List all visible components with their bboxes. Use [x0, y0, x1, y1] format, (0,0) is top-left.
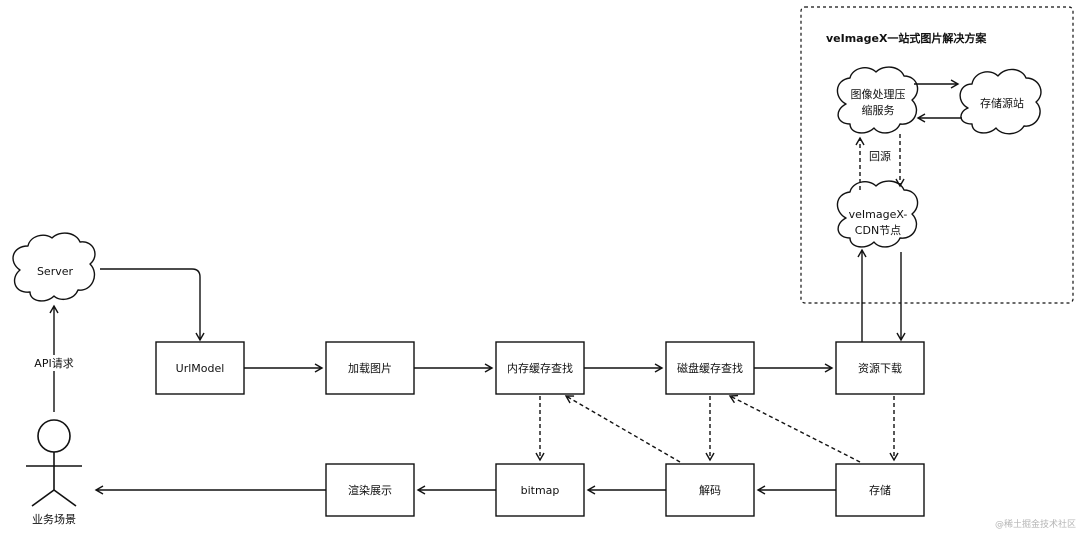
veimagex-region — [800, 6, 1074, 304]
cdn-label-line1: veImageX- — [849, 208, 908, 221]
load-image-box: 加载图片 — [325, 341, 415, 395]
cdn-node-cloud: veImageX- CDN节点 — [836, 180, 919, 248]
actor-label: 业务场景 — [32, 512, 76, 526]
decode-label: 解码 — [699, 483, 721, 497]
arrow-decode-to-memory — [564, 395, 681, 463]
origin-label: 存储源站 — [980, 96, 1024, 110]
urlmodel-label: UrlModel — [176, 362, 225, 375]
processing-service-cloud: 图像处理压 缩服务 — [836, 66, 919, 134]
server-label: Server — [37, 265, 74, 278]
cdn-label-line2: CDN节点 — [855, 224, 901, 237]
arrow-server-to-urlmodel — [100, 268, 205, 342]
disk-cache-lookup-box: 磁盘缓存查找 — [665, 341, 755, 395]
render-display-box: 渲染展示 — [325, 463, 415, 517]
back-to-origin-label: 回源 — [869, 149, 891, 163]
arrow-store-to-disk — [728, 394, 861, 463]
disk-cache-lookup-label: 磁盘缓存查找 — [677, 361, 743, 375]
urlmodel-box: UrlModel — [155, 341, 245, 395]
memory-cache-lookup-box: 内存缓存查找 — [495, 341, 585, 395]
render-display-label: 渲染展示 — [348, 483, 392, 497]
decode-box: 解码 — [665, 463, 755, 517]
watermark: @稀土掘金技术社区 — [995, 518, 1076, 530]
storage-origin-cloud: 存储源站 — [959, 68, 1042, 135]
resource-download-box: 资源下载 — [835, 341, 925, 395]
region-title: veImageX一站式图片解决方案 — [826, 31, 987, 45]
memory-cache-lookup-label: 内存缓存查找 — [507, 361, 573, 375]
bitmap-label: bitmap — [521, 484, 560, 497]
bitmap-box: bitmap — [495, 463, 585, 517]
store-label: 存储 — [869, 483, 891, 497]
actor-icon — [26, 419, 82, 507]
store-box: 存储 — [835, 463, 925, 517]
processing-label-line2: 缩服务 — [862, 104, 895, 117]
load-image-label: 加载图片 — [348, 362, 392, 375]
api-request-label: API请求 — [34, 357, 73, 370]
processing-label-line1: 图像处理压 — [851, 88, 906, 101]
server-cloud: Server — [12, 232, 96, 302]
resource-download-label: 资源下载 — [858, 361, 902, 375]
